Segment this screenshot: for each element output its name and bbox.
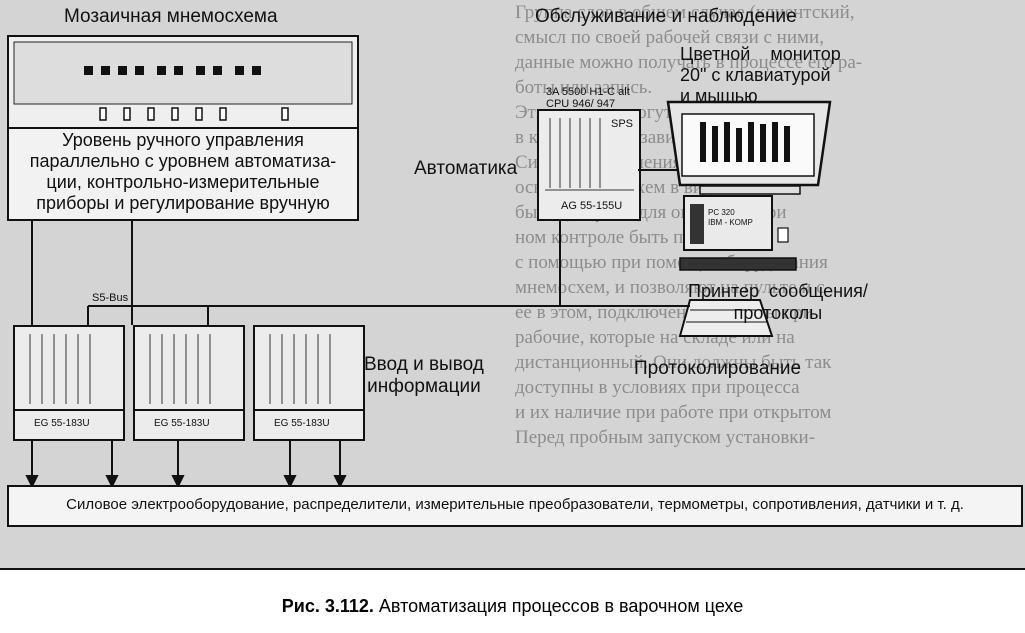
title-left: Мозаичная мнемосхема: [64, 6, 278, 27]
field-devices-text: Силовое электрооборудование, распределит…: [66, 496, 964, 513]
eg-label-3: EG 55-183U: [274, 418, 330, 429]
manual-level-text: Уровень ручного управления параллельно с…: [29, 130, 337, 213]
eg-rack-3: [253, 325, 365, 441]
bleed-line: Перед пробным запуском установки-: [515, 427, 816, 448]
plc-spec-label: 3A 5500 H1-C alt CPU 946/ 947: [546, 86, 630, 110]
automation-label: Автоматика: [414, 158, 518, 179]
mimic-switches: [99, 107, 289, 121]
sps-label: SPS: [611, 118, 634, 130]
io-arrows: [25, 440, 347, 489]
printer-icon: [678, 299, 774, 337]
ag-label: AG 55-155U: [561, 200, 623, 212]
bleed-line: мнемосхем, и позволяют на пульте и с: [515, 277, 825, 298]
eg-rack-2: [133, 325, 245, 441]
pc-label: PC 320 IBM - KOMP: [708, 208, 753, 227]
keyboard-icon: [679, 257, 797, 271]
plc-rack: [537, 109, 641, 221]
manual-control-box: [7, 127, 359, 221]
bleed-line: и их наличие при работе при открытом: [515, 402, 832, 423]
figure-caption: Рис. 3.112. Автоматизация процессов в ва…: [281, 596, 744, 616]
title-right: Обслуживание и наблюдение: [535, 6, 797, 27]
s5-bus-label: S5-Bus: [92, 292, 129, 304]
eg-label-1: EG 55-183U: [34, 418, 90, 429]
monitor-screen-bars: [700, 122, 790, 162]
bleed-line: смысл по своей рабочей связи с ними,: [515, 27, 824, 48]
field-devices-bar: [7, 485, 1023, 527]
printer-label: Принтер сообщения/ протоколы: [688, 281, 868, 323]
bleed-line: доступны в условиях при процесса: [515, 377, 800, 398]
bleed-line: боты или запись.: [515, 77, 653, 98]
monitor-label: Цветной монитор 20" с клавиатурой и мышь…: [680, 44, 841, 106]
io-label: Ввод и вывод информации: [364, 354, 484, 397]
eg-label-2: EG 55-183U: [154, 418, 210, 429]
eg-rack-1: [13, 325, 125, 441]
mimic-dots: [84, 66, 261, 75]
bleed-line: данные можно получать в процессе его ра-: [515, 52, 863, 73]
bleed-line: дистанционный. Они должны быть так: [515, 352, 832, 373]
bleed-line: Группа слов в общем случае (клиентский,: [515, 2, 855, 23]
logging-label: Протоколирование: [634, 358, 802, 379]
